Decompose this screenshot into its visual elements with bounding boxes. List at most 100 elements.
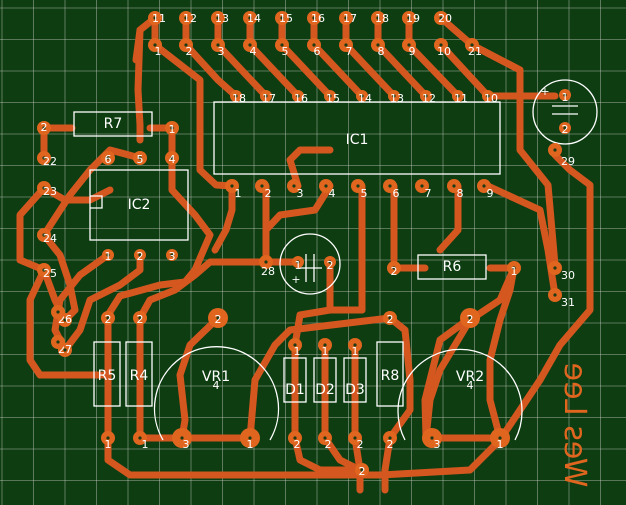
pad-hole — [153, 43, 157, 47]
ic1-label: IC1 — [346, 132, 369, 148]
r8-body — [376, 341, 404, 407]
pad-hole — [498, 436, 502, 440]
pin-label: 18 — [375, 12, 389, 25]
d3-body — [343, 357, 367, 403]
pin-label: 2 — [562, 123, 569, 136]
pad-hole — [392, 94, 396, 98]
pin-label: 17 — [343, 12, 357, 25]
pad-hole — [439, 16, 443, 20]
pad-hole — [42, 233, 46, 237]
pin-label: 31 — [561, 296, 575, 309]
component-labels: IC1 IC2 R7 R6 R5 R4 R8 VR1 VR2 D1 D2 D3 … — [98, 85, 550, 398]
pin-label: 2 — [41, 121, 48, 134]
ic2-notch — [90, 195, 103, 209]
pin-label: 24 — [43, 232, 57, 245]
pad-hole — [356, 184, 360, 188]
pin-label: 2 — [387, 313, 394, 326]
cap-c28-symbol — [299, 254, 322, 282]
pin-label: 6 — [314, 45, 321, 58]
pin-label: 20 — [438, 12, 452, 25]
vr1-label: VR1 — [202, 369, 230, 385]
pad-hole — [456, 94, 460, 98]
pad-hole — [392, 266, 396, 270]
pin-label: 15 — [279, 12, 293, 25]
pad-hole — [482, 184, 486, 188]
ic2-label: IC2 — [128, 197, 151, 213]
pad-hole — [42, 126, 46, 130]
pin-label: 18 — [232, 92, 246, 105]
pin-label: 2 — [327, 259, 334, 272]
pin-label: 2 — [325, 438, 332, 451]
pad-hole — [388, 184, 392, 188]
pin-label: 3 — [297, 187, 304, 200]
ic2-outline — [89, 169, 189, 241]
pad-hole — [376, 16, 380, 20]
pad-hole — [216, 16, 220, 20]
pin-label: 3 — [434, 438, 441, 451]
pin-label: 1 — [295, 259, 302, 272]
pad-hole — [388, 316, 392, 320]
r5-label: R5 — [98, 368, 117, 384]
pin-label: 4 — [169, 153, 176, 166]
pad-hole — [553, 148, 557, 152]
pad-hole — [170, 156, 174, 160]
pin-label: 1 — [562, 91, 569, 104]
pad-hole — [106, 436, 110, 440]
pad-hole — [353, 436, 357, 440]
pad-hole — [138, 316, 142, 320]
signature-logo: Wes Lee — [557, 363, 592, 488]
ic1-outline — [213, 101, 501, 175]
pin-label: 6 — [393, 187, 400, 200]
r5-body — [93, 341, 121, 407]
pin-label: 2 — [105, 313, 112, 326]
signature-text: Wes Lee — [557, 363, 592, 488]
pad-hole — [106, 316, 110, 320]
pin-label: 8 — [378, 45, 385, 58]
pin-label: 23 — [43, 185, 57, 198]
pin-label: 21 — [468, 45, 482, 58]
pad-hole — [170, 253, 174, 257]
pad-hole — [388, 436, 392, 440]
pin-label: 12 — [422, 92, 436, 105]
pad-hole — [353, 343, 357, 347]
pad-hole — [248, 436, 252, 440]
pin-label: 16 — [311, 12, 325, 25]
pad-hole — [56, 340, 60, 344]
pad-hole — [180, 436, 184, 440]
pad-hole — [248, 43, 252, 47]
pad-hole — [324, 184, 328, 188]
pin-label: 1 — [235, 187, 242, 200]
pad-hole — [420, 184, 424, 188]
pad-hole — [553, 266, 557, 270]
pad-hole — [138, 156, 142, 160]
pad-hole — [328, 94, 332, 98]
pad-hole — [264, 94, 268, 98]
cap-c28-outline — [279, 233, 341, 295]
pad-hole — [138, 436, 142, 440]
pad-hole — [312, 43, 316, 47]
pad-hole — [360, 468, 364, 472]
pin-label: 15 — [326, 92, 340, 105]
cap-top-plus: + — [540, 85, 549, 98]
pin-label: 1 — [247, 438, 254, 451]
cap-top-outline — [532, 79, 598, 145]
pin-label: 17 — [262, 92, 276, 105]
pin-label: 30 — [561, 269, 575, 282]
pin-label: 2 — [391, 265, 398, 278]
pad-hole — [293, 436, 297, 440]
pin-label: 28 — [261, 265, 275, 278]
pad-hole — [376, 43, 380, 47]
pad-hole — [230, 184, 234, 188]
pad-hole — [344, 43, 348, 47]
pin-label: 8 — [457, 187, 464, 200]
pin-label: 2 — [186, 45, 193, 58]
pad-hole — [292, 184, 296, 188]
d1-body — [283, 357, 307, 403]
pin-label: 10 — [437, 45, 451, 58]
pad-hole — [439, 43, 443, 47]
pin-label: 19 — [406, 12, 420, 25]
pad-hole — [293, 343, 297, 347]
pin-label: 2 — [137, 313, 144, 326]
pin-label: 7 — [425, 187, 432, 200]
pin-label: 12 — [183, 12, 197, 25]
